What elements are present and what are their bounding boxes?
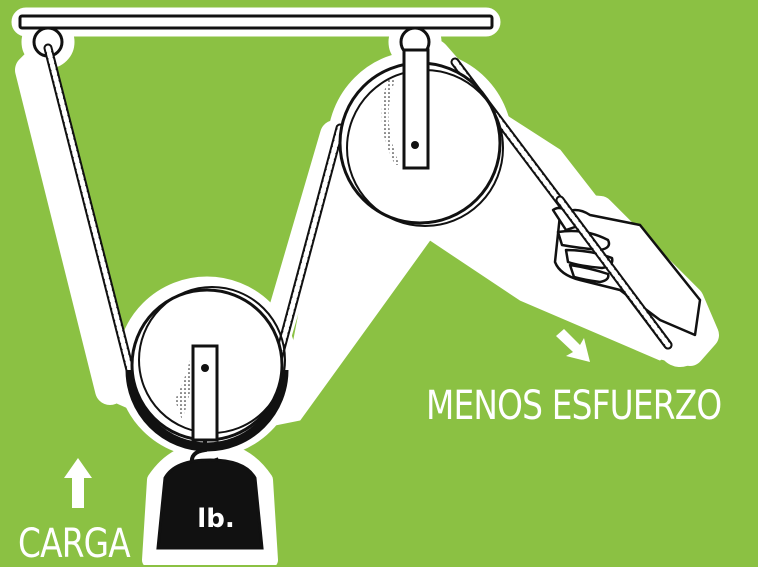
- upper-pulley: [338, 48, 504, 227]
- load-label: CARGA: [18, 521, 131, 567]
- arrow-down-right-icon: [556, 329, 590, 362]
- weight-label: lb.: [197, 504, 235, 534]
- weight-icon: [156, 458, 264, 550]
- effort-label: MENOS ESFUERZO: [426, 383, 722, 429]
- rope-end: [555, 195, 673, 350]
- ceiling-beam: [18, 14, 494, 30]
- arrow-up-icon: [64, 458, 92, 508]
